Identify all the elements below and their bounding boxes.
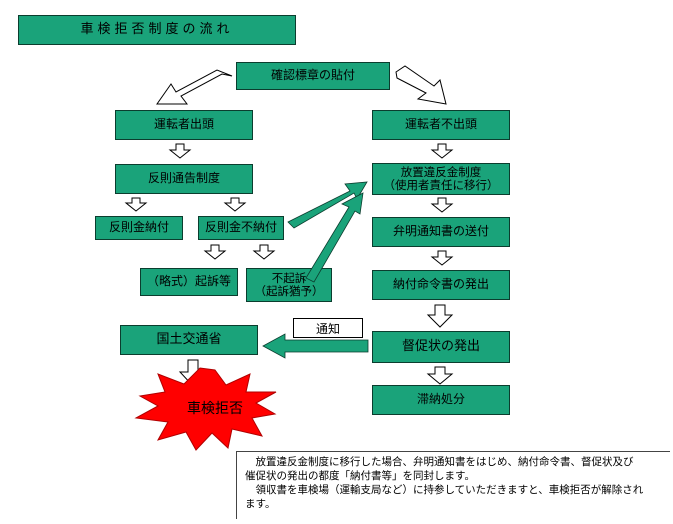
node-delinquency: 滞納処分 [372,385,510,415]
node-explanation-notice: 弁明通知書の送付 [372,217,510,247]
burst-shape [134,367,277,451]
node-mlit: 国土交通省 [120,325,258,355]
down-arrow-8 [430,250,454,266]
node-sticker: 確認標章の貼付 [236,62,390,90]
down-arrow-9 [426,304,454,328]
node-inspection-refusal: 車検拒否 [187,401,243,417]
node-fine-unpaid: 反則金不納付 [198,216,284,240]
hollow-arrow-left [156,69,233,105]
node-driver-appears: 運転者出頭 [115,110,253,140]
node-driver-not-appears: 運転者不出頭 [372,110,510,140]
footnote: 放置違反金制度に移行した場合、弁明通知書をはじめ、納付命令書、督促状及び 催促状… [236,451,670,519]
down-arrow-2 [124,197,148,212]
notice-label: 通知 [293,318,363,338]
down-arrow-6 [430,143,454,159]
down-arrow-3 [223,197,247,212]
diagram-title: 車検拒否制度の流れ [18,15,296,45]
teal-arrow-lower [305,192,364,283]
teal-arrow-upper [287,181,368,229]
down-arrow-7 [430,197,454,213]
node-violation-notice: 反則通告制度 [115,164,253,194]
node-payment-order: 納付命令書の発出 [372,270,510,300]
node-no-prosecution: 不起訴 （起訴猶予） [246,268,332,302]
footnote-line-1: 放置違反金制度に移行した場合、弁明通知書をはじめ、納付命令書、督促状及び 催促状… [245,456,634,482]
node-demand-letter: 督促状の発出 [372,331,510,363]
down-arrow-4 [203,244,227,260]
teal-arrow-notify [262,333,369,359]
node-summary-prosecution: （略式）起訴等 [140,268,238,296]
node-parking-fine: 放置違反金制度 （使用者責任に移行） [372,163,510,195]
node-fine-paid: 反則金納付 [95,216,183,240]
footnote-line-2: 領収書を車検場（運輸支局など）に持参していただきますと、車検拒否が解除され ます… [245,484,644,510]
down-arrow-10 [426,366,454,385]
down-arrow-5 [252,244,276,260]
down-arrow-1 [168,143,192,159]
hollow-arrow-right [395,65,447,105]
